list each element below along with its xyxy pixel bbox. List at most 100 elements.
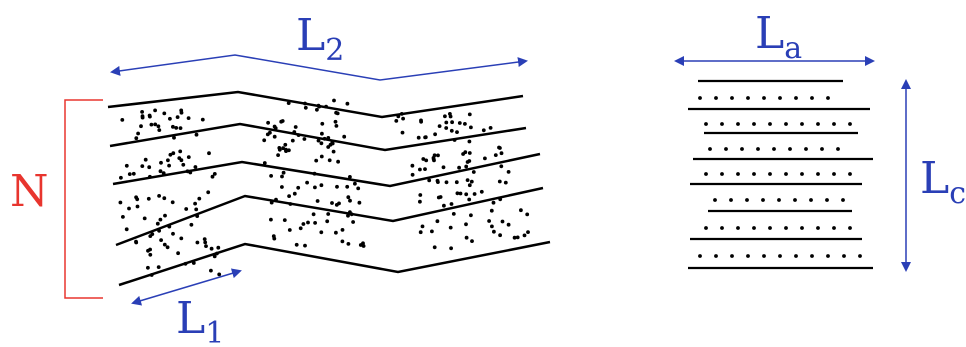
dot bbox=[410, 172, 415, 177]
dot bbox=[153, 108, 158, 113]
dot bbox=[193, 165, 198, 169]
dot bbox=[332, 98, 336, 103]
dot bbox=[165, 245, 170, 250]
dot bbox=[334, 124, 339, 128]
dot bbox=[134, 239, 138, 244]
dot bbox=[346, 242, 351, 246]
dot bbox=[298, 226, 303, 231]
dot bbox=[189, 222, 194, 227]
dot bbox=[157, 228, 162, 233]
dot bbox=[168, 116, 172, 121]
dot bbox=[481, 128, 486, 133]
dot bbox=[317, 104, 322, 109]
dot bbox=[348, 175, 352, 179]
dot bbox=[340, 228, 345, 232]
dot bbox=[499, 151, 504, 156]
dot bbox=[794, 254, 798, 258]
dot bbox=[467, 183, 472, 188]
dot bbox=[331, 149, 336, 154]
dot bbox=[465, 160, 470, 164]
dot bbox=[430, 229, 434, 234]
la-label: La bbox=[755, 8, 802, 66]
dot bbox=[346, 195, 351, 200]
dot bbox=[303, 101, 307, 106]
dot bbox=[720, 226, 724, 230]
dot bbox=[704, 226, 708, 230]
dot bbox=[282, 218, 287, 223]
dot bbox=[450, 120, 454, 125]
dot bbox=[194, 132, 199, 137]
dot bbox=[768, 226, 772, 230]
dot bbox=[720, 122, 724, 126]
dot bbox=[146, 265, 150, 270]
dot bbox=[269, 200, 274, 205]
dot bbox=[418, 167, 422, 172]
dot bbox=[157, 128, 162, 133]
dot bbox=[191, 261, 196, 265]
dot bbox=[461, 152, 465, 156]
dot bbox=[319, 183, 324, 188]
dot bbox=[416, 135, 421, 140]
dot bbox=[804, 147, 808, 151]
dot bbox=[457, 165, 461, 170]
dot bbox=[265, 132, 270, 137]
dot bbox=[328, 142, 333, 147]
dot bbox=[472, 192, 477, 196]
dot bbox=[209, 268, 213, 273]
dot bbox=[118, 200, 123, 205]
dot bbox=[752, 122, 756, 126]
dot bbox=[322, 136, 327, 141]
n-bracket bbox=[64, 99, 103, 299]
dot bbox=[836, 147, 840, 151]
dot bbox=[167, 163, 172, 168]
dot bbox=[454, 180, 459, 185]
dot bbox=[217, 272, 222, 277]
dot bbox=[498, 233, 502, 238]
dot bbox=[418, 193, 423, 197]
dot bbox=[274, 197, 278, 202]
dot bbox=[503, 180, 508, 185]
n-label: N bbox=[10, 166, 49, 217]
dot bbox=[168, 152, 173, 157]
dot bbox=[436, 195, 441, 200]
dot bbox=[171, 124, 175, 129]
dot bbox=[487, 219, 491, 223]
dot bbox=[506, 222, 511, 227]
dot bbox=[423, 135, 428, 140]
dot bbox=[740, 147, 744, 151]
dot bbox=[772, 147, 776, 151]
dot bbox=[499, 164, 504, 169]
dot bbox=[467, 139, 472, 144]
dot bbox=[745, 198, 749, 202]
dot bbox=[736, 172, 740, 176]
dot bbox=[136, 131, 141, 136]
dot bbox=[444, 180, 449, 185]
dot bbox=[444, 120, 449, 125]
wavy-line-1 bbox=[107, 90, 524, 119]
dot bbox=[498, 197, 503, 202]
wavy-line-5 bbox=[118, 240, 551, 287]
dot bbox=[401, 116, 405, 121]
dot bbox=[148, 252, 153, 257]
dot bbox=[142, 216, 147, 221]
dot bbox=[400, 130, 405, 135]
dot bbox=[444, 126, 449, 130]
dot bbox=[212, 172, 217, 176]
dot bbox=[435, 178, 440, 183]
dot bbox=[124, 227, 129, 232]
dot bbox=[179, 158, 184, 163]
dot bbox=[148, 234, 153, 239]
wavy-line-4 bbox=[115, 186, 544, 247]
dot bbox=[704, 122, 708, 126]
dot bbox=[451, 212, 456, 216]
dot bbox=[312, 171, 317, 176]
dot bbox=[708, 147, 712, 151]
dot bbox=[296, 185, 301, 190]
dot bbox=[172, 135, 176, 140]
dot bbox=[271, 234, 276, 239]
dot bbox=[140, 164, 145, 169]
dot bbox=[437, 124, 442, 128]
dot bbox=[119, 175, 123, 180]
dot bbox=[215, 251, 219, 256]
